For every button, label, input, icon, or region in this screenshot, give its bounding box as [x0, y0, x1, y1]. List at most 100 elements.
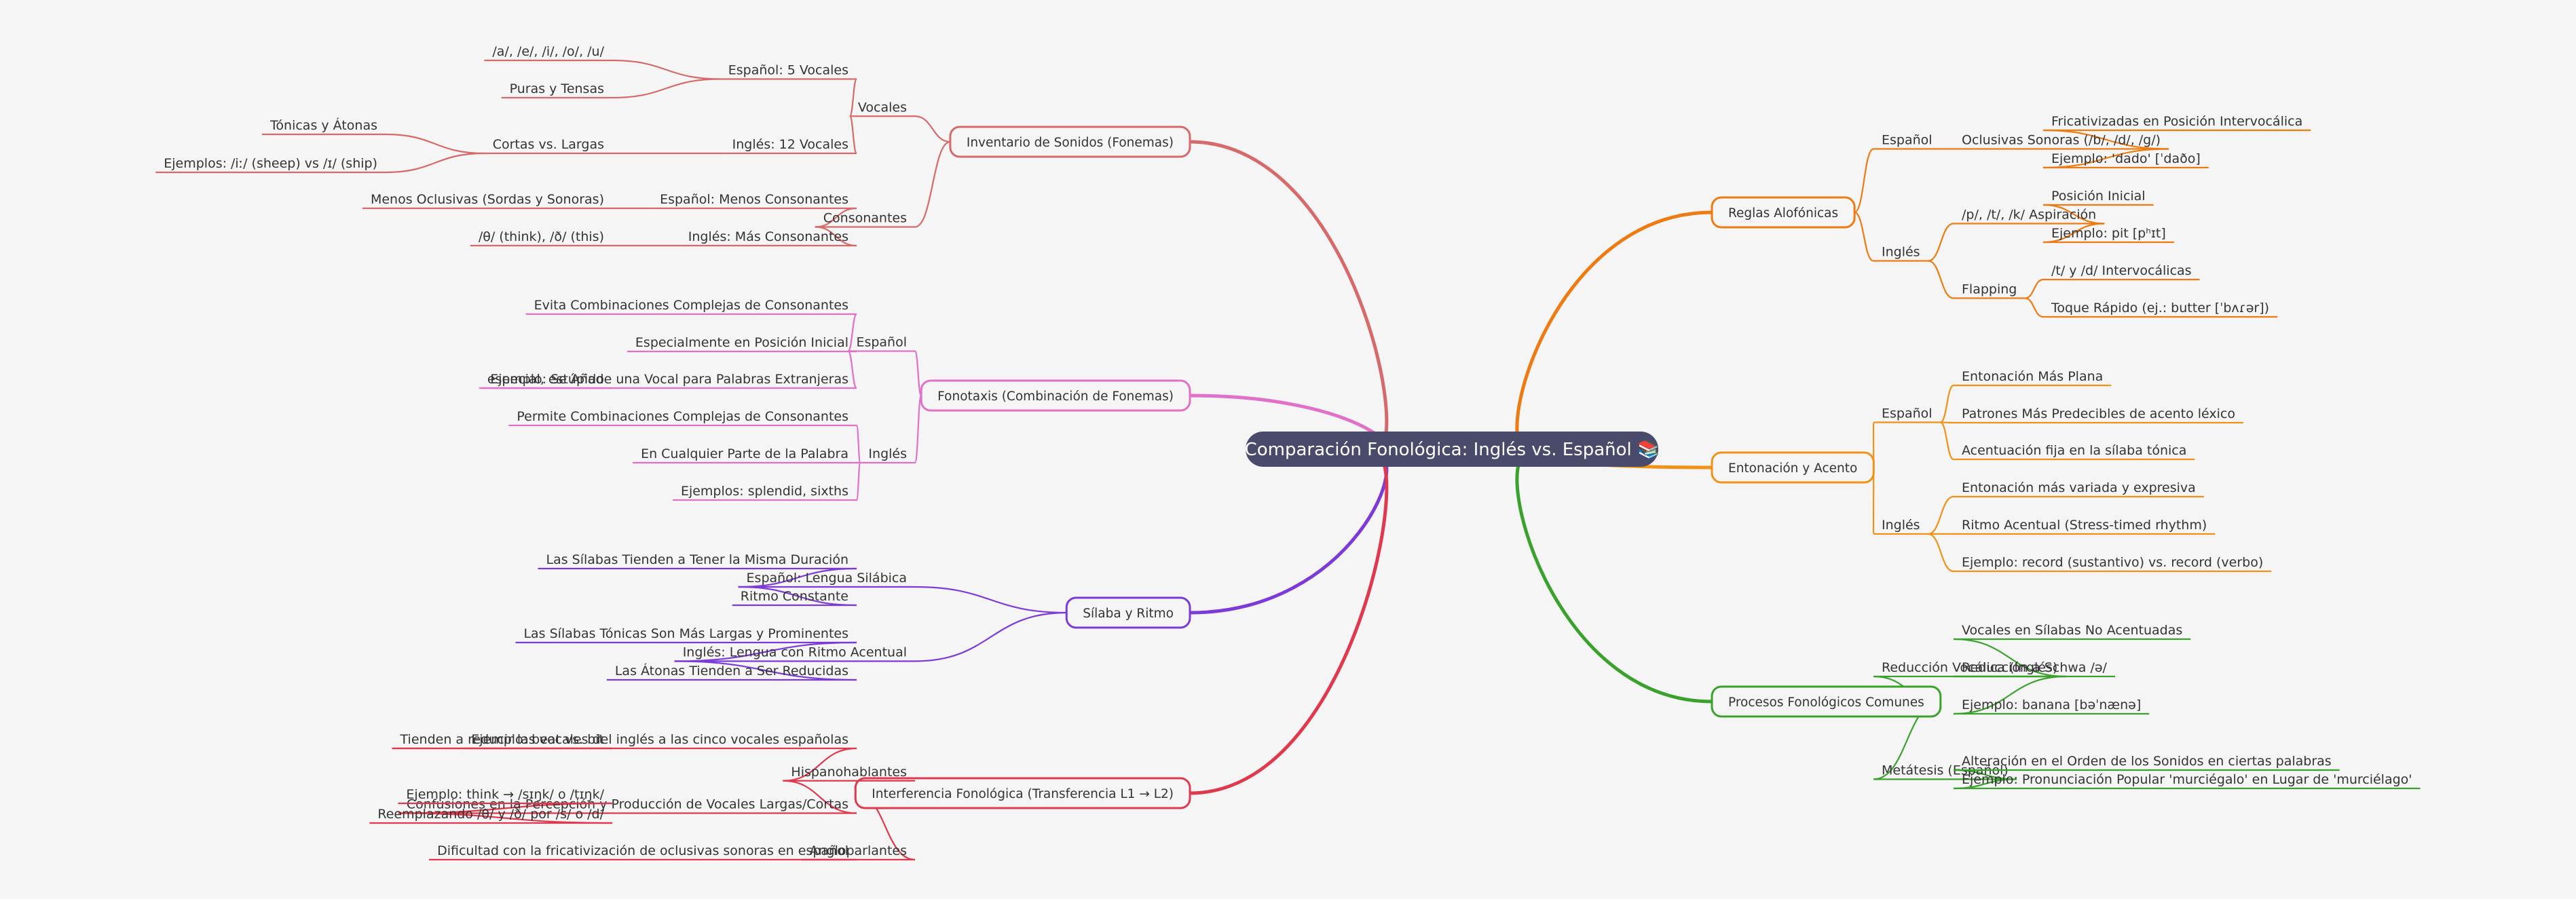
node-label: Ejemplos: /iː/ (sheep) vs /ɪ/ (ship) — [164, 156, 377, 171]
node-label: Tónicas y Átonas — [269, 117, 377, 133]
node-toque-rapido-ej-butter-b-r[interactable]: Toque Rápido (ej.: butter [ˈbʌɾər]) — [2043, 301, 2278, 318]
node-label: Ritmo Constante — [741, 589, 848, 604]
connector-line — [1953, 675, 2066, 715]
root-node[interactable]: Comparación Fonológica: Inglés vs. Españ… — [1245, 432, 1660, 467]
node-espanol-lengua-silabica[interactable]: Español: Lengua Silábica — [738, 571, 915, 588]
node-label: Las Sílabas Tienden a Tener la Misma Dur… — [546, 552, 848, 567]
node-reemplazando-y-por-s-o-d[interactable]: Reemplazando /θ/ y /ð/ por /s/ o /d/ — [369, 807, 612, 824]
node-tonicas-y-atonas[interactable]: Tónicas y Átonas — [262, 117, 386, 136]
node-espanol[interactable]: Español — [1873, 133, 1941, 150]
node-las-silabas-tonicas-son-mas-largas-y-pro[interactable]: Las Sílabas Tónicas Son Más Largas y Pro… — [515, 626, 857, 644]
branch-box — [1711, 451, 1875, 484]
connector-line — [848, 78, 858, 117]
branch-label: Procesos Fonológicos Comunes — [1728, 695, 1924, 710]
node-label: Permite Combinaciones Complejas de Conso… — [517, 409, 848, 424]
node-especial-estupido[interactable]: especial, estúpido — [479, 372, 612, 389]
node-metatesis-espanol[interactable]: Metátesis (Español) — [1873, 763, 2017, 780]
node-ingles-lengua-con-ritmo-acentual[interactable]: Inglés: Lengua con Ritmo Acentual — [674, 645, 915, 662]
branch-procesos[interactable]: Procesos Fonológicos Comunes — [1711, 685, 1942, 718]
connector-line — [914, 140, 951, 228]
node-ejemplo-think-s-k-o-t-k[interactable]: Ejemplo: think → /sɪŋk/ o /tɪŋk/ — [398, 787, 612, 805]
node-ingles[interactable]: Inglés — [1873, 245, 1928, 262]
node-label: Consonantes — [823, 211, 907, 226]
node-puras-y-tensas[interactable]: Puras y Tensas — [501, 81, 612, 99]
connector-line — [847, 350, 858, 389]
connector-line — [848, 115, 858, 155]
node-permite-combinaciones-complejas-de-conso[interactable]: Permite Combinaciones Complejas de Conso… — [508, 409, 857, 427]
node-ritmo-acentual-stress-timed-rhythm[interactable]: Ritmo Acentual (Stress-timed rhythm) — [1954, 518, 2216, 535]
node-espanol[interactable]: Español — [1873, 406, 1941, 423]
node-evita-combinaciones-complejas-de-consona[interactable]: Evita Combinaciones Complejas de Consona… — [525, 298, 857, 315]
node-oclusivas-sonoras-b-d-g[interactable]: Oclusivas Sonoras (/b/, /d/, /g/) — [1954, 133, 2169, 150]
node-especialmente-en-posicion-inicial[interactable]: Especialmente en Posición Inicial — [627, 335, 857, 353]
node-entonacion-mas-variada-y-expresiva[interactable]: Entonación más variada y expresiva — [1954, 480, 2204, 498]
node-a-e-i-o-u[interactable]: /a/, /e/, /i/, /o/, /u/ — [484, 44, 612, 62]
branch-connector — [1515, 210, 1713, 455]
node-espanol-menos-consonantes[interactable]: Español: Menos Consonantes — [652, 192, 857, 210]
node-las-silabas-tienden-a-tener-la-misma-dur[interactable]: Las Sílabas Tienden a Tener la Misma Dur… — [538, 552, 857, 570]
node-entonacion-mas-plana[interactable]: Entonación Más Plana — [1954, 369, 2112, 387]
node-posicion-inicial[interactable]: Posición Inicial — [2043, 189, 2154, 206]
node-label: Español: Menos Consonantes — [660, 192, 848, 207]
node-hispanohablantes[interactable]: Hispanohablantes — [783, 765, 915, 782]
node-dificultad-con-la-fricativizacion-de-ocl[interactable]: Dificultad con la fricativización de ocl… — [429, 843, 857, 861]
node-confusiones-en-la-percepcion-y-produccio[interactable]: Confusiones en la Percepción y Producció… — [398, 797, 857, 814]
node-label: especial, estúpido — [487, 372, 604, 387]
node-tienden-a-reducir-las-vocales-del-ingles[interactable]: Tienden a reducir las vocales del inglés… — [392, 732, 857, 750]
node-label: Español: 5 Vocales — [728, 63, 848, 78]
node-ingles[interactable]: Inglés — [1873, 518, 1928, 535]
branch-box — [854, 777, 1191, 809]
node-ejemplo-banana-b-n-n[interactable]: Ejemplo: banana [bəˈnænə] — [1954, 697, 2150, 715]
node-think-this[interactable]: /θ/ (think), /ð/ (this) — [470, 229, 612, 247]
node-consonantes[interactable]: Consonantes — [815, 211, 915, 228]
node-reduccion-a-schwa[interactable]: Reducción a Schwa /ə/ — [1954, 660, 2115, 678]
node-vocales-en-silabas-no-acentuadas[interactable]: Vocales en Sílabas No Acentuadas — [1954, 623, 2191, 640]
connector-line — [674, 660, 857, 681]
branch-inventario[interactable]: Inventario de Sonidos (Fonemas) — [949, 126, 1191, 158]
node-flapping[interactable]: Flapping — [1954, 282, 2026, 299]
node-label: /p/, /t/, /k/ Aspiración — [1962, 208, 2096, 223]
node-label: Ejemplo: Pronunciación Popular 'murciéga… — [1962, 772, 2412, 787]
node-label: Alteración en el Orden de los Sonidos en… — [1962, 754, 2332, 769]
connector-line — [1928, 533, 1954, 573]
node-label: Español — [1882, 133, 1933, 148]
connector-line — [738, 567, 857, 588]
node-label: Metátesis (Español) — [1882, 763, 2009, 778]
node-menos-oclusivas-sordas-y-sonoras[interactable]: Menos Oclusivas (Sordas y Sonoras) — [362, 192, 612, 210]
node-patrones-mas-predecibles-de-acento-lexic[interactable]: Patrones Más Predecibles de acento léxic… — [1954, 406, 2243, 424]
branch-reglas[interactable]: Reglas Alofónicas — [1711, 196, 1856, 229]
node-p-t-k-aspiracion[interactable]: /p/, /t/, /k/ Aspiración — [1954, 208, 2105, 225]
node-vocales[interactable]: Vocales — [849, 100, 915, 117]
node-ejemplos-splendid-sixths[interactable]: Ejemplos: splendid, sixths — [672, 484, 857, 501]
node-ejemplo-record-sustantivo-vs-record-verb[interactable]: Ejemplo: record (sustantivo) vs. record … — [1954, 555, 2272, 573]
branch-fonotaxis[interactable]: Fonotaxis (Combinación de Fonemas) — [920, 379, 1191, 412]
node-en-cualquier-parte-de-la-palabra[interactable]: En Cualquier Parte de la Palabra — [633, 446, 857, 464]
node-las-atonas-tienden-a-ser-reducidas[interactable]: Las Átonas Tienden a Ser Reducidas — [606, 663, 857, 681]
node-alteracion-en-el-orden-de-los-sonidos-en[interactable]: Alteración en el Orden de los Sonidos en… — [1954, 754, 2340, 771]
branch-entonacion[interactable]: Entonación y Acento — [1711, 451, 1875, 484]
connector-line — [2042, 148, 2169, 169]
branch-box — [920, 379, 1191, 412]
branch-label: Entonación y Acento — [1728, 461, 1857, 476]
node-t-y-d-intervocalicas[interactable]: /t/ y /d/ Intervocálicas — [2043, 263, 2200, 281]
connector-line — [1854, 211, 1874, 262]
branch-silaba[interactable]: Sílaba y Ritmo — [1065, 596, 1191, 629]
connector-line — [1928, 260, 1954, 299]
node-espanol[interactable]: Español — [848, 335, 915, 352]
node-ejemplos-i-sheep-vs-ship[interactable]: Ejemplos: /iː/ (sheep) vs /ɪ/ (ship) — [155, 156, 386, 174]
node-fricativizadas-en-posicion-intervocalica[interactable]: Fricativizadas en Posición Intervocálica — [2043, 114, 2311, 132]
node-ingles-12-vocales[interactable]: Inglés: 12 Vocales — [724, 137, 857, 155]
node-ejemplo-pronunciacion-popular-murciegalo[interactable]: Ejemplo: Pronunciación Popular 'murciéga… — [1954, 772, 2421, 790]
node-ejemplo-beat-vs-bit[interactable]: Ejemplo: beat vs. bit — [463, 732, 612, 750]
node-ejemplo-dado-da-o[interactable]: Ejemplo: 'dado' [ˈdaðo] — [2043, 151, 2209, 169]
branch-interferencia[interactable]: Interferencia Fonológica (Transferencia … — [854, 777, 1191, 809]
node-ritmo-constante[interactable]: Ritmo Constante — [732, 589, 857, 607]
node-ingles[interactable]: Inglés — [860, 446, 915, 464]
node-ingles-mas-consonantes[interactable]: Inglés: Más Consonantes — [679, 229, 857, 247]
connector-line — [738, 586, 857, 607]
branch-box — [949, 126, 1191, 158]
node-acentuacion-fija-en-la-silaba-tonica[interactable]: Acentuación fija en la sílaba tónica — [1954, 443, 2195, 461]
node-espanol-5-vocales[interactable]: Español: 5 Vocales — [720, 63, 857, 80]
node-ejemplo-pit-p-t[interactable]: Ejemplo: pit [pʰɪt] — [2043, 226, 2174, 244]
node-cortas-vs-largas[interactable]: Cortas vs. Largas — [484, 137, 612, 155]
